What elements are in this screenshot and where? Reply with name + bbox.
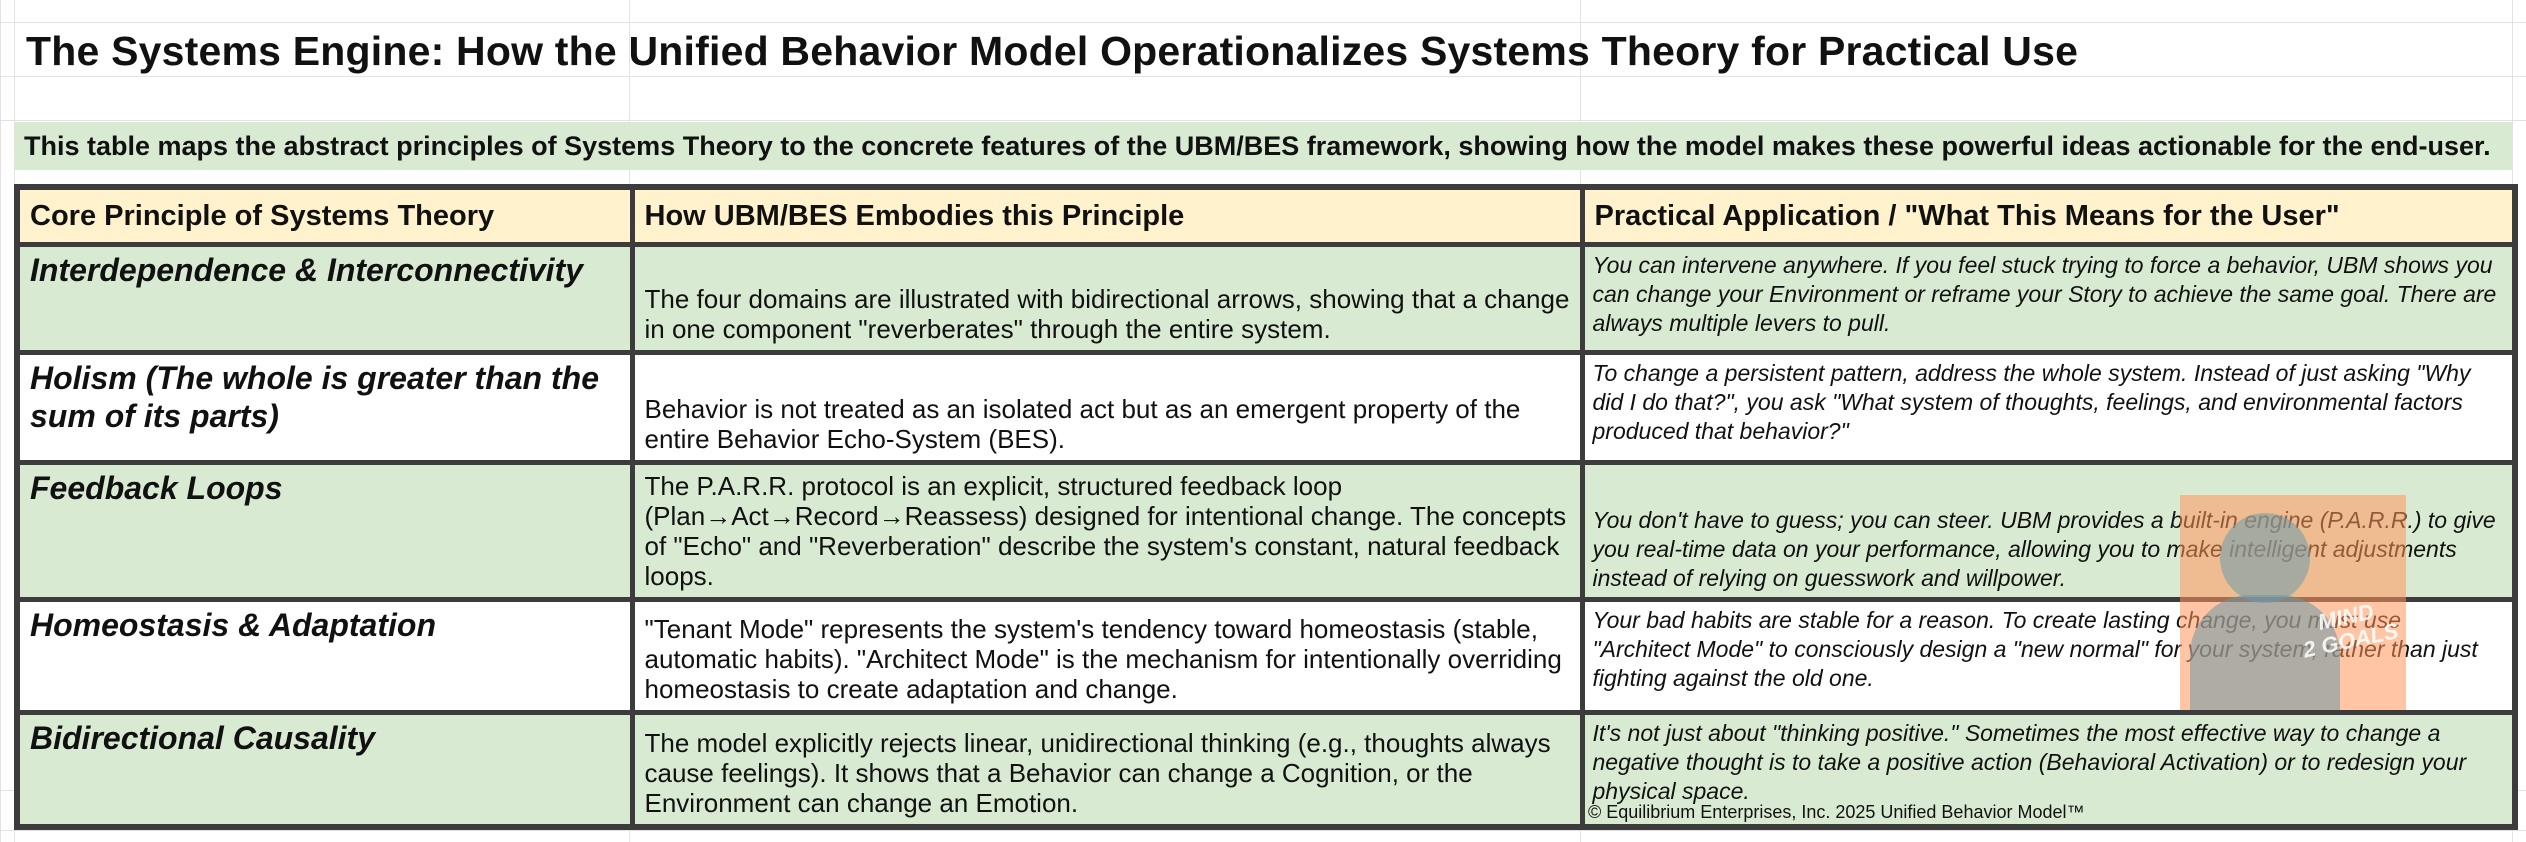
application-cell[interactable]: You don't have to guess; you can steer. … xyxy=(1579,460,2518,602)
principle-cell[interactable]: Feedback Loops xyxy=(14,460,635,602)
grid-line xyxy=(0,120,2526,121)
grid-line xyxy=(0,830,2526,831)
embodiment-cell[interactable]: Behavior is not treated as an isolated a… xyxy=(629,350,1585,465)
embodiment-cell[interactable]: The model explicitly rejects linear, uni… xyxy=(629,710,1585,830)
embodiment-cell[interactable]: The P.A.R.R. protocol is an explicit, st… xyxy=(629,460,1585,602)
table-row: Bidirectional Causality The model explic… xyxy=(14,710,2518,830)
page-subtitle: This table maps the abstract principles … xyxy=(24,131,2491,161)
table-row: Feedback Loops The P.A.R.R. protocol is … xyxy=(14,460,2518,602)
subtitle-band: This table maps the abstract principles … xyxy=(14,122,2512,170)
column-header-application[interactable]: Practical Application / "What This Means… xyxy=(1579,184,2518,247)
grid-line xyxy=(0,76,2526,77)
application-cell[interactable]: To change a persistent pattern, address … xyxy=(1579,350,2518,465)
table-header-row: Core Principle of Systems Theory How UBM… xyxy=(14,184,2518,247)
grid-line xyxy=(0,22,2526,23)
application-cell[interactable]: It's not just about "thinking positive."… xyxy=(1579,710,2518,830)
page-title: The Systems Engine: How the Unified Beha… xyxy=(26,28,2079,74)
column-header-embodiment[interactable]: How UBM/BES Embodies this Principle xyxy=(629,184,1585,247)
embodiment-cell[interactable]: "Tenant Mode" represents the system's te… xyxy=(629,597,1585,715)
table-row: Holism (The whole is greater than the su… xyxy=(14,350,2518,465)
principle-cell[interactable]: Interdependence & Interconnectivity xyxy=(14,242,635,355)
principle-cell[interactable]: Bidirectional Causality xyxy=(14,710,635,830)
copyright-footer: © Equilibrium Enterprises, Inc. 2025 Uni… xyxy=(1588,802,2085,822)
principle-cell[interactable]: Holism (The whole is greater than the su… xyxy=(14,350,635,465)
table-row: Homeostasis & Adaptation "Tenant Mode" r… xyxy=(14,597,2518,715)
principle-cell[interactable]: Homeostasis & Adaptation xyxy=(14,597,635,715)
systems-theory-table: Core Principle of Systems Theory How UBM… xyxy=(14,184,2518,830)
application-cell[interactable]: You can intervene anywhere. If you feel … xyxy=(1579,242,2518,355)
table-row: Interdependence & Interconnectivity The … xyxy=(14,242,2518,355)
column-header-principle[interactable]: Core Principle of Systems Theory xyxy=(14,184,635,247)
application-cell[interactable]: Your bad habits are stable for a reason.… xyxy=(1579,597,2518,715)
embodiment-cell[interactable]: The four domains are illustrated with bi… xyxy=(629,242,1585,355)
